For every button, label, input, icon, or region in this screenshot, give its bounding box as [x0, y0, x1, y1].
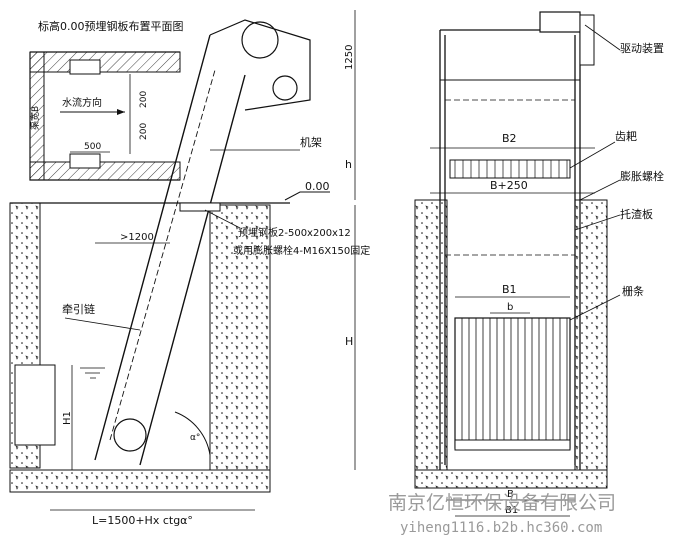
machine-frame	[94, 34, 246, 466]
tail-sprocket	[113, 418, 147, 452]
rake-teeth	[454, 160, 568, 178]
dim-200-lower: 200	[139, 123, 149, 140]
drive-leader	[584, 24, 621, 51]
B250-label: B+250	[490, 179, 528, 192]
slag-plate-leader	[574, 214, 621, 231]
chain-label: 牵引链	[62, 302, 95, 316]
B-bottom-label: B	[507, 489, 514, 500]
flow-direction-label: 水流方向	[62, 96, 102, 109]
plan-wall-top	[29, 51, 181, 73]
length-formula: L=1500+Hx ctgα°	[92, 514, 193, 527]
motor	[579, 14, 595, 66]
plate-leader	[204, 209, 241, 229]
elevation-label: 0.00	[305, 180, 330, 193]
water-level-symbol	[80, 367, 105, 379]
bar-screen	[454, 317, 571, 449]
B1-label: B1	[502, 283, 517, 296]
drive-housing	[209, 19, 311, 111]
screen-bars	[461, 318, 568, 448]
dim-200-upper: 200	[139, 91, 149, 108]
bottom-rake	[454, 439, 571, 451]
plan-inset: 标高0.00预埋钢板布置平面图 水流方向 渠宽B 200 200 500	[29, 19, 184, 181]
elevation-marker	[284, 191, 330, 201]
plan-title: 标高0.00预埋钢板布置平面图	[38, 19, 184, 33]
front-floor	[414, 469, 608, 489]
bars-leader	[569, 294, 621, 321]
B2-label: B2	[502, 132, 517, 145]
embedded-plate	[179, 202, 221, 212]
drive-label: 驱动装置	[620, 42, 664, 55]
plan-plate-top	[69, 59, 101, 75]
slag-plate-label: 托渣板	[620, 207, 653, 221]
front-elevation-view: B2 B+250 B1 b B B1 驱动装置 齿耙 膨胀螺栓 托渣板 栅条	[414, 11, 664, 517]
plan-plate-bottom	[69, 153, 101, 169]
bolt-label: 膨胀螺栓	[620, 169, 664, 183]
inlet-pipe	[14, 364, 56, 446]
flow-arrowhead	[117, 109, 125, 115]
dim-500: 500	[84, 142, 101, 152]
dim-1250: 1250	[344, 45, 355, 70]
front-left-wall	[414, 199, 448, 481]
drive-unit	[539, 11, 581, 33]
watermark-company: 南京亿恒环保设备有限公司	[388, 492, 616, 514]
B1-bottom-label: B1	[505, 505, 518, 516]
alpha-label: α°	[190, 433, 200, 443]
hidden-lines	[445, 99, 575, 256]
rake	[449, 159, 571, 179]
bolt-leader	[579, 179, 621, 201]
plan-wall-left	[29, 51, 45, 181]
bars-label: 栅条	[622, 284, 644, 298]
dim-1200: >1200	[120, 232, 154, 243]
b-label: b	[507, 302, 513, 313]
H-label: H	[345, 335, 353, 348]
rake-leader	[569, 141, 616, 169]
frame-columns	[439, 30, 581, 470]
plate-spec: 预埋钢板2-500x200x12	[238, 226, 351, 239]
chain-leader	[64, 317, 141, 331]
rake-label: 齿耙	[615, 130, 637, 143]
right-channel-wall	[209, 204, 271, 471]
channel-floor	[9, 469, 271, 493]
chain-center-line	[109, 69, 216, 441]
drive-sprocket	[272, 75, 298, 101]
head-sprocket	[241, 21, 279, 59]
channel-width-label: 渠宽B	[29, 106, 41, 130]
side-elevation-view: 标高0.00预埋钢板布置平面图 水流方向 渠宽B 200 200 500	[9, 10, 370, 527]
angle-arc	[174, 411, 211, 456]
bolt-spec: 或用膨胀螺栓4-M16X150固定	[233, 244, 370, 257]
h-label: h	[345, 158, 352, 171]
plan-wall-bottom	[29, 161, 181, 181]
H1-label: H1	[62, 411, 73, 425]
frame-label: 机架	[300, 135, 322, 149]
watermark-url: yiheng1116.b2b.hc360.com	[400, 520, 602, 536]
